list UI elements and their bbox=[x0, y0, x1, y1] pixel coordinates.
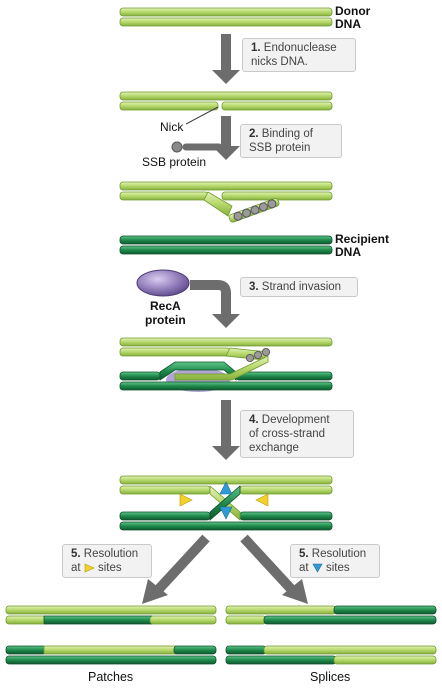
reca-protein-label: RecA protein bbox=[145, 299, 186, 327]
step-3-box: 3. Strand invasion bbox=[240, 277, 358, 297]
patches-result bbox=[5, 605, 217, 665]
step-5b-at: at bbox=[299, 562, 309, 574]
reca-protein-label-line1: RecA bbox=[149, 299, 181, 313]
arrow-to-splices bbox=[240, 534, 308, 604]
step-5b-line1: Resolution bbox=[311, 548, 367, 560]
arrow-step-4 bbox=[212, 400, 240, 460]
recipient-dna-label-line1: Recipient bbox=[335, 232, 390, 246]
donor-dna-label-line2: DNA bbox=[335, 17, 361, 31]
patches-label: Patches bbox=[88, 670, 134, 684]
step-5-patches-box: 5. Resolution at sites bbox=[62, 544, 152, 578]
strand-invasion-dna bbox=[119, 337, 333, 392]
step-5a-at: at bbox=[71, 562, 81, 574]
ssb-protein-icon bbox=[171, 141, 183, 153]
step-1-number: 1. bbox=[251, 42, 261, 54]
step-4-line1: Development bbox=[261, 414, 330, 426]
step-5a-sites: sites bbox=[98, 562, 122, 574]
ssb-protein-label: SSB protein bbox=[142, 155, 207, 169]
recipient-dna bbox=[119, 235, 333, 255]
blue-site-bottom-icon bbox=[219, 506, 233, 520]
nicked-dna bbox=[119, 91, 333, 111]
step-5a-number: 5. bbox=[71, 548, 81, 560]
step-2-number: 2. bbox=[249, 128, 259, 140]
step-2-box: 2. Binding of SSB protein bbox=[240, 124, 342, 158]
step-4-number: 4. bbox=[249, 414, 259, 426]
splices-label: Splices bbox=[310, 670, 351, 684]
yellow-triangle-right-icon bbox=[84, 563, 95, 573]
step-5-splices-box: 5. Resolution at sites bbox=[290, 544, 380, 578]
donor-dna bbox=[119, 7, 333, 27]
step-5b-sites: sites bbox=[326, 562, 350, 574]
reca-protein-label-line2: protein bbox=[145, 313, 186, 327]
ssb-bound-dna bbox=[119, 181, 333, 223]
arrow-step-3 bbox=[190, 280, 240, 328]
step-4-box: 4. Development of cross-strand exchange bbox=[240, 410, 354, 458]
step-1-box: 1. Endonuclease nicks DNA. bbox=[242, 38, 356, 72]
nick-label: Nick bbox=[160, 120, 184, 134]
step-2-line2: SSB protein bbox=[249, 142, 311, 154]
recipient-dna-label-line2: DNA bbox=[335, 245, 361, 259]
blue-triangle-down-icon bbox=[312, 563, 323, 573]
step-4-line2: of cross-strand bbox=[249, 428, 326, 440]
yellow-site-left-icon bbox=[179, 493, 193, 507]
step-5b-number: 5. bbox=[299, 548, 309, 560]
step-1-line2: nicks DNA. bbox=[251, 56, 308, 68]
step-3-line1: Strand invasion bbox=[261, 281, 342, 293]
step-2-line1: Binding of bbox=[261, 128, 313, 140]
step-4-line3: exchange bbox=[249, 442, 299, 454]
arrow-step-1 bbox=[212, 34, 240, 84]
blue-site-top-icon bbox=[219, 481, 233, 495]
yellow-site-right-icon bbox=[255, 493, 269, 507]
holliday-junction bbox=[119, 475, 333, 531]
reca-protein-icon bbox=[136, 269, 190, 297]
nick-pointer bbox=[185, 106, 219, 125]
arrow-to-patches bbox=[142, 534, 210, 604]
donor-dna-label-line1: Donor bbox=[335, 4, 371, 18]
step-3-number: 3. bbox=[249, 281, 259, 293]
donor-dna-label: Donor DNA bbox=[335, 5, 370, 31]
recipient-dna-label: Recipient DNA bbox=[335, 233, 389, 259]
arrow-step-2 bbox=[182, 116, 240, 160]
step-1-line1: Endonuclease bbox=[263, 42, 337, 54]
step-5a-line1: Resolution bbox=[83, 548, 139, 560]
splices-result bbox=[225, 605, 437, 665]
